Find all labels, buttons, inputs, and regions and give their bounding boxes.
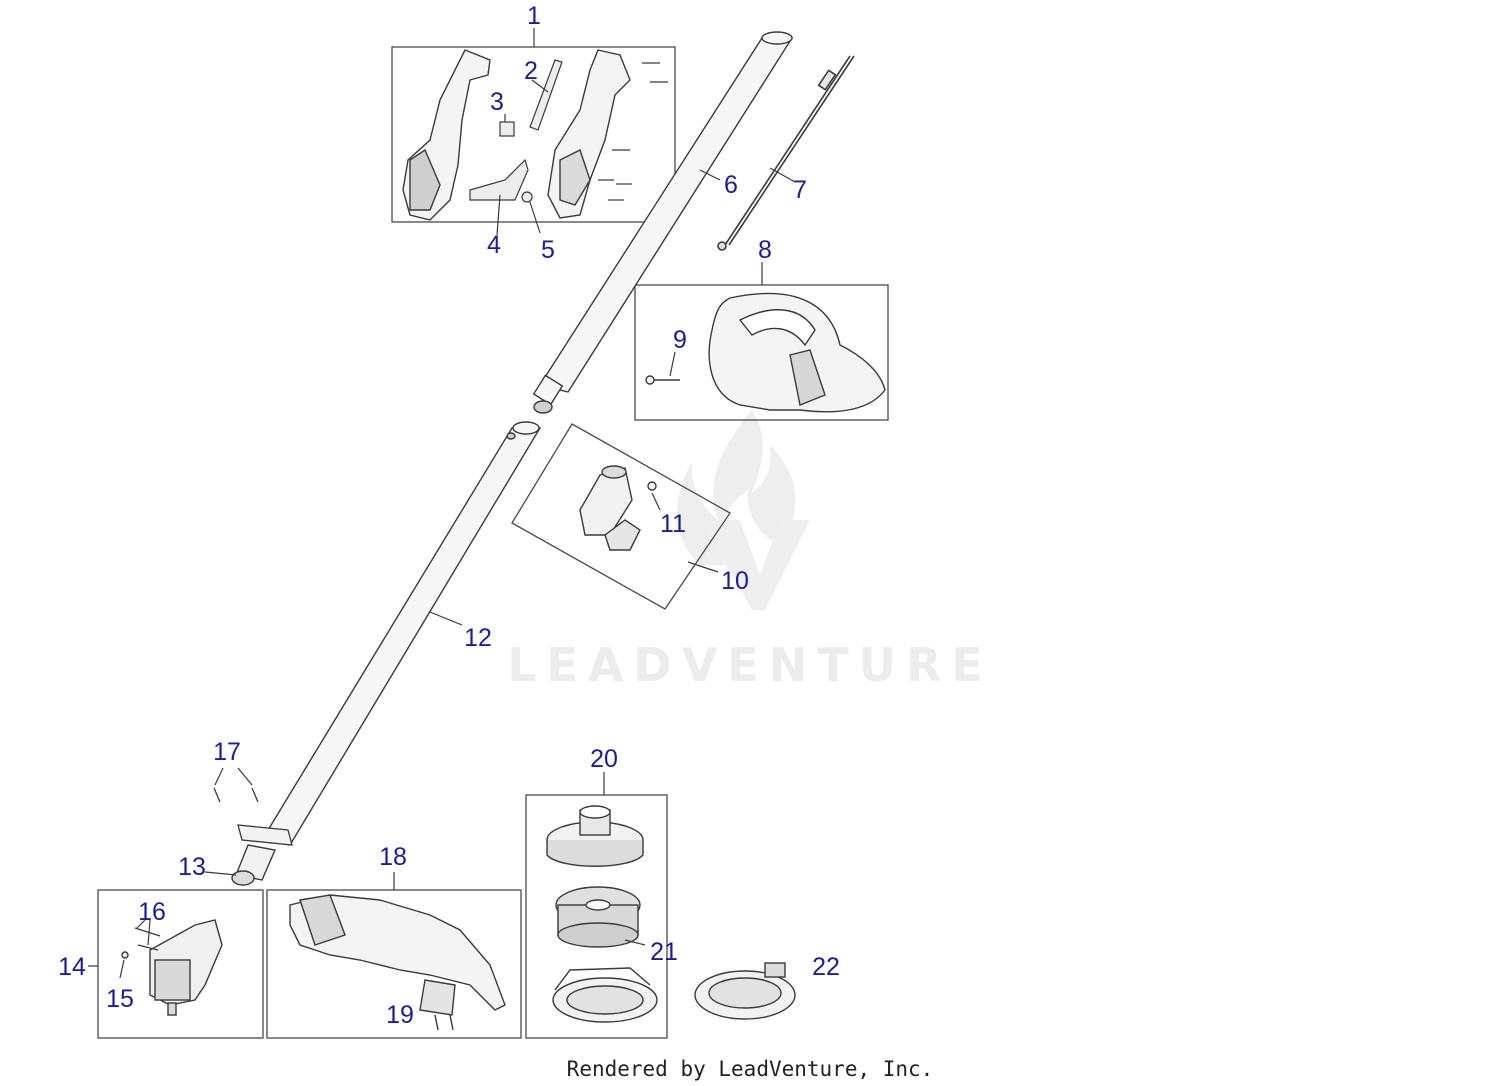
watermark: LEADVENTURE (507, 410, 993, 692)
trimmer-head-parts (546, 805, 796, 1023)
callout-15: 15 (106, 985, 134, 1013)
callout-16: 16 (138, 898, 166, 926)
trigger (469, 158, 529, 201)
box-gearbox (97, 889, 264, 1039)
callout-10: 10 (721, 567, 749, 595)
handle-parts-small (469, 59, 668, 203)
callout-3: 3 (490, 88, 504, 116)
callout-20: 20 (590, 745, 618, 773)
leadventure-flame-logo-icon (677, 410, 810, 610)
callout-18: 18 (379, 843, 407, 871)
callout-14: 14 (58, 953, 86, 981)
upper-shaft (532, 31, 794, 414)
gearbox (121, 919, 223, 1016)
guard (289, 894, 506, 1031)
spool-cover (546, 805, 644, 867)
switch (499, 121, 515, 137)
callout-17: 17 (213, 738, 241, 766)
callout-22: 22 (812, 953, 840, 981)
coupler-assembly (579, 465, 657, 551)
lower-shaft (260, 421, 542, 846)
leader-lines (88, 28, 796, 979)
callout-labels: 1 2 3 4 5 6 7 8 9 10 11 12 13 14 15 16 1… (58, 2, 840, 1029)
box-coupler (511, 423, 731, 610)
switch-plate (529, 59, 563, 131)
callout-12: 12 (464, 624, 492, 652)
clamp-bracket (213, 787, 293, 846)
spool (555, 886, 641, 948)
screws (598, 62, 668, 201)
callout-6: 6 (724, 171, 738, 199)
callout-7: 7 (793, 176, 807, 204)
spring (521, 191, 533, 203)
callout-4: 4 (487, 231, 501, 259)
callout-1: 1 (527, 2, 541, 30)
footer-rendered-by: Rendered by LeadVenture, Inc. (567, 1057, 934, 1081)
spool-base (552, 967, 658, 1023)
callout-21: 21 (650, 938, 678, 966)
box-trimmer-head (525, 794, 668, 1039)
callout-5: 5 (541, 236, 555, 264)
callout-2: 2 (524, 57, 538, 85)
assist-handle (645, 292, 886, 413)
throttle-cable (717, 55, 855, 251)
callout-9: 9 (673, 326, 687, 354)
callout-11: 11 (660, 510, 686, 538)
callout-8: 8 (758, 236, 772, 264)
shaft-tube-13 (231, 844, 276, 886)
upper-handle-housing (402, 49, 631, 221)
spare-base (694, 962, 796, 1020)
watermark-text: LEADVENTURE (507, 638, 993, 692)
callout-13: 13 (178, 853, 206, 881)
callout-19: 19 (386, 1001, 414, 1029)
